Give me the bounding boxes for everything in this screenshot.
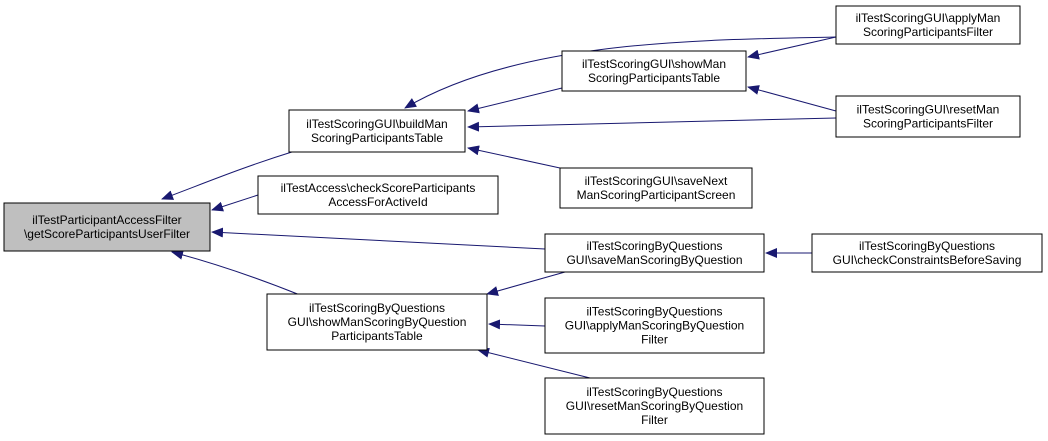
node-label-line: ScoringParticipantsFilter (863, 25, 993, 39)
node-label-line: ilTestScoringByQuestions (309, 301, 445, 315)
node-label-line: GUI\saveManScoringByQuestion (566, 253, 742, 267)
node-box (561, 50, 747, 92)
node-label-line: ParticipantsTable (331, 329, 423, 343)
node-saveNext[interactable]: ilTestScoringGUI\saveNextManScoringParti… (559, 167, 753, 209)
node-label-line: GUI\resetManScoringByQuestion (566, 399, 743, 413)
node-saveManQ[interactable]: ilTestScoringByQuestionsGUI\saveManScori… (544, 233, 765, 273)
node-label-line: ManScoringParticipantScreen (577, 188, 736, 202)
node-checkConstraints[interactable]: ilTestScoringByQuestionsGUI\checkConstra… (811, 233, 1043, 273)
node-box (257, 175, 499, 215)
node-showManQ[interactable]: ilTestScoringByQuestionsGUI\showManScori… (266, 293, 488, 351)
node-label-line: ilTestScoringByQuestions (586, 239, 722, 253)
edge-resetManQ-to-showManQ (477, 347, 591, 379)
node-box (811, 233, 1043, 273)
node-label-line: ScoringParticipantsTable (311, 131, 443, 145)
node-showMan[interactable]: ilTestScoringGUI\showManScoringParticipa… (561, 50, 747, 92)
edge-applyMan-to-buildMan (404, 36, 837, 109)
node-label-line: ilTestScoringGUI\buildMan (306, 117, 447, 131)
node-label-line: GUI\checkConstraintsBeforeSaving (833, 253, 1022, 267)
node-label-line: GUI\applyManScoringByQuestion (565, 319, 744, 333)
edge-applyManQ-to-showManQ (488, 319, 546, 330)
node-box (559, 167, 753, 209)
node-label-line: ScoringParticipantsTable (588, 71, 720, 85)
node-label-line: ilTestScoringByQuestions (586, 305, 722, 319)
node-box (835, 95, 1021, 138)
node-box (544, 377, 765, 435)
node-checkAccess[interactable]: ilTestAccess\checkScoreParticipantsAcces… (257, 175, 499, 215)
edge-saveManQ-to-root (211, 227, 546, 250)
node-box (544, 297, 765, 354)
node-label-line: ilTestScoringGUI\showMan (582, 57, 726, 71)
edge-saveNext-to-buildMan (467, 145, 561, 169)
node-buildMan[interactable]: ilTestScoringGUI\buildManScoringParticip… (288, 109, 466, 153)
node-label-line: ilTestScoringByQuestions (859, 239, 995, 253)
node-label-line: Filter (641, 413, 668, 427)
nodes: ilTestParticipantAccessFilter\getScorePa… (3, 5, 1043, 435)
node-root[interactable]: ilTestParticipantAccessFilter\getScorePa… (3, 202, 211, 252)
node-label-line: ilTestParticipantAccessFilter (32, 213, 181, 227)
edge-saveManQ-to-showManQ (486, 271, 566, 296)
node-label-line: ilTestScoringGUI\saveNext (585, 174, 728, 188)
node-applyMan[interactable]: ilTestScoringGUI\applyManScoringParticip… (835, 5, 1021, 45)
edge-buildMan-to-root (161, 150, 296, 200)
edge-checkAccess-to-root (211, 194, 259, 212)
node-box (544, 233, 765, 273)
node-label-line: ilTestScoringGUI\applyMan (856, 11, 1001, 25)
node-box (266, 293, 488, 351)
node-label-line: ilTestAccess\checkScoreParticipants (281, 181, 476, 195)
edge-resetMan-to-showMan (747, 85, 837, 112)
node-resetManQ[interactable]: ilTestScoringByQuestionsGUI\resetManScor… (544, 377, 765, 435)
node-box (288, 109, 466, 153)
node-box (835, 5, 1021, 45)
node-label-line: GUI\showManScoringByQuestion (288, 315, 467, 329)
edge-applyMan-to-showMan (747, 36, 837, 60)
edge-resetMan-to-buildMan (467, 117, 837, 132)
node-box (3, 202, 211, 252)
node-label-line: ilTestScoringByQuestions (586, 385, 722, 399)
node-label-line: AccessForActiveId (328, 195, 427, 209)
edges (161, 36, 837, 379)
node-label-line: ilTestScoringGUI\resetMan (857, 103, 1000, 117)
edge-showMan-to-buildMan (467, 87, 563, 114)
node-applyManQ[interactable]: ilTestScoringByQuestionsGUI\applyManScor… (544, 297, 765, 354)
node-label-line: Filter (641, 333, 668, 347)
node-label-line: ScoringParticipantsFilter (863, 117, 993, 131)
edge-showManQ-to-root (171, 249, 301, 296)
node-label-line: \getScoreParticipantsUserFilter (24, 227, 190, 241)
node-resetMan[interactable]: ilTestScoringGUI\resetManScoringParticip… (835, 95, 1021, 138)
